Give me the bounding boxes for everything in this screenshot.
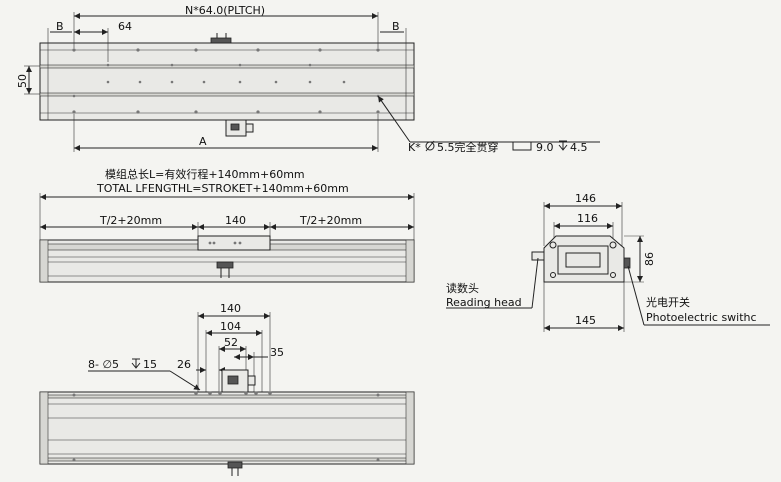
mounting-holes-lower (72, 94, 380, 114)
top-view: N*64.0(PLTCH) 64 B B 50 A K* 5.5完全贯穿 9.0 (16, 4, 600, 154)
dim-145: 145 (575, 314, 596, 327)
mounting-holes-middle (106, 63, 346, 84)
dim-50: 50 (16, 74, 29, 88)
hole-note-depth: 4.5 (570, 141, 588, 154)
dim-116: 116 (577, 212, 598, 225)
top-view-rail-lower (39, 92, 415, 97)
dim-146: 146 (575, 192, 596, 205)
depth-icon (558, 140, 568, 151)
reading-head-label-cn: 读数头 (446, 281, 479, 295)
dim-pitch-label: N*64.0(PLTCH) (185, 4, 265, 17)
dim-b-left: B (56, 20, 64, 33)
holes-note: 8- ∅5 (88, 358, 119, 371)
hole-note-counterbore: 9.0 (536, 141, 554, 154)
dim-52: 52 (224, 336, 238, 349)
dim-a: A (199, 135, 207, 148)
bottom-view: 140 104 52 35 26 8- ∅5 15 (39, 302, 415, 476)
total-length-title-en: TOTAL LFENGTHL=STROKET+140mm+60mm (96, 182, 349, 195)
photo-switch-label-en: Photoelectric swithc (646, 311, 757, 324)
dim-140-bottom: 140 (220, 302, 241, 315)
dim-35: 35 (270, 346, 284, 359)
bottom-view-holes (72, 391, 380, 462)
top-connector (210, 37, 232, 44)
holes-depth: 15 (143, 358, 157, 371)
dim-right-segment: T/2+20mm (299, 214, 362, 227)
photo-switch-block (623, 257, 631, 269)
top-view-body (39, 42, 415, 121)
side-view-switch (216, 261, 234, 269)
bottom-view-connector (227, 461, 243, 469)
dim-left-segment: T/2+20mm (99, 214, 162, 227)
dim-b-right: B (392, 20, 400, 33)
dim-mid-segment: 140 (225, 214, 246, 227)
total-length-title-cn: 模组总长L=有效行程+140mm+60mm (105, 167, 305, 181)
hole-note-diameter: 5.5完全贯穿 (437, 140, 499, 154)
end-view: 146 116 86 145 读数头 Reading head (446, 192, 770, 332)
bottom-view-body (39, 391, 415, 465)
dim-26: 26 (177, 358, 191, 371)
counterbore-icon (512, 142, 532, 151)
reading-head-label-en: Reading head (446, 296, 522, 309)
side-view: 模组总长L=有效行程+140mm+60mm TOTAL LFENGTHL=STR… (39, 167, 415, 283)
top-view-rail-upper (39, 64, 415, 69)
mounting-holes-upper (72, 48, 380, 52)
dim-64: 64 (118, 20, 132, 33)
dim-104: 104 (220, 320, 241, 333)
depth-icon-bottom (131, 358, 141, 369)
hole-note-prefix: K* (408, 141, 421, 154)
dim-86: 86 (643, 252, 656, 266)
photo-switch-label-cn: 光电开关 (646, 295, 690, 309)
diameter-icon (425, 140, 435, 152)
